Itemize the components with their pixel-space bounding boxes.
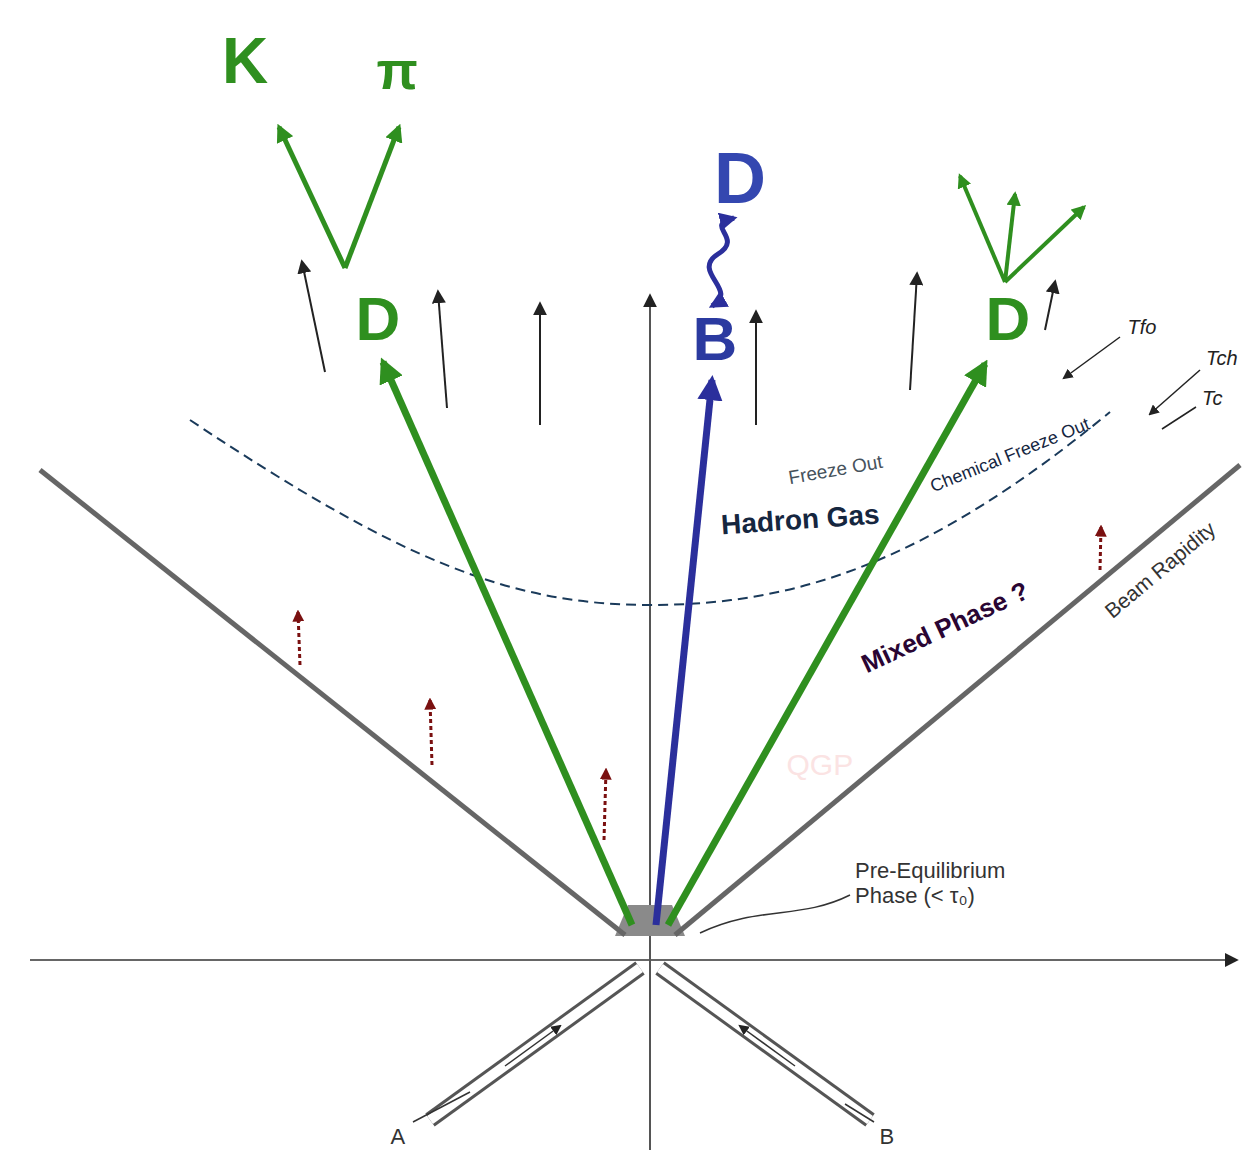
flow-arrow <box>1100 527 1101 570</box>
leader-arrow <box>1150 370 1200 414</box>
beam-tube <box>660 968 870 1120</box>
decay-track <box>709 218 734 306</box>
flow-arrow <box>910 274 917 390</box>
temperature-label: Tc <box>1202 387 1222 410</box>
chemical-freeze-out-label: Chemical Freeze Out <box>927 413 1092 496</box>
flow-arrow <box>539 304 541 425</box>
particle-label: K <box>222 25 268 99</box>
chemical-freeze-out-line <box>190 412 1110 605</box>
qgp-band: QGP <box>40 440 1240 935</box>
mixed-phase-band: Mixed Phase ? <box>105 420 1190 725</box>
decay-track <box>960 176 1005 282</box>
charm-track <box>383 362 632 925</box>
beam-direction <box>505 1026 560 1066</box>
band-fill <box>40 442 1240 935</box>
band-shape <box>40 440 1240 935</box>
band-fill <box>105 425 1190 720</box>
temperature-label: Tfo <box>1128 316 1157 339</box>
band-label: Hadron Gas <box>720 499 881 542</box>
leader-line <box>1162 407 1196 429</box>
band-shape <box>105 420 1190 725</box>
bottom-track <box>656 380 712 925</box>
particle-label: B <box>693 303 738 374</box>
beam-edge <box>675 465 1240 935</box>
flow-arrow <box>1045 282 1055 330</box>
band-label: QGP <box>787 748 854 783</box>
flow-arrow <box>430 700 432 765</box>
beam-tube-inner <box>660 968 870 1120</box>
beam-direction <box>740 1026 795 1066</box>
flow-arrow <box>604 770 606 840</box>
decay-track <box>345 127 399 268</box>
temperature-label: Tch <box>1206 347 1238 370</box>
decay-track <box>1005 194 1015 282</box>
nucleus-label: A <box>391 1124 406 1149</box>
particle-label: π <box>377 39 418 101</box>
leader-line <box>413 1092 470 1122</box>
flow-arrow <box>438 292 447 408</box>
flow-arrow <box>755 312 757 425</box>
particle-label: D <box>714 137 766 220</box>
particle-label: D <box>986 283 1031 354</box>
phase-note: Pre-Equilibrium Phase (< τ₀) <box>855 858 1070 909</box>
band-label: Mixed Phase ? <box>857 576 1033 679</box>
leader-line <box>845 1104 874 1122</box>
leader-arrow <box>1064 337 1120 378</box>
flow-arrow <box>298 612 300 665</box>
nucleus-label: B <box>880 1124 895 1149</box>
particle-label: D <box>356 283 401 354</box>
decay-track <box>279 127 345 268</box>
flow-arrow <box>302 262 325 372</box>
freeze-out-label: Freeze Out <box>786 451 883 489</box>
leader-line <box>700 895 850 933</box>
decay-track <box>1005 207 1084 282</box>
time-axis <box>649 296 651 1150</box>
space-axis <box>30 959 1236 961</box>
